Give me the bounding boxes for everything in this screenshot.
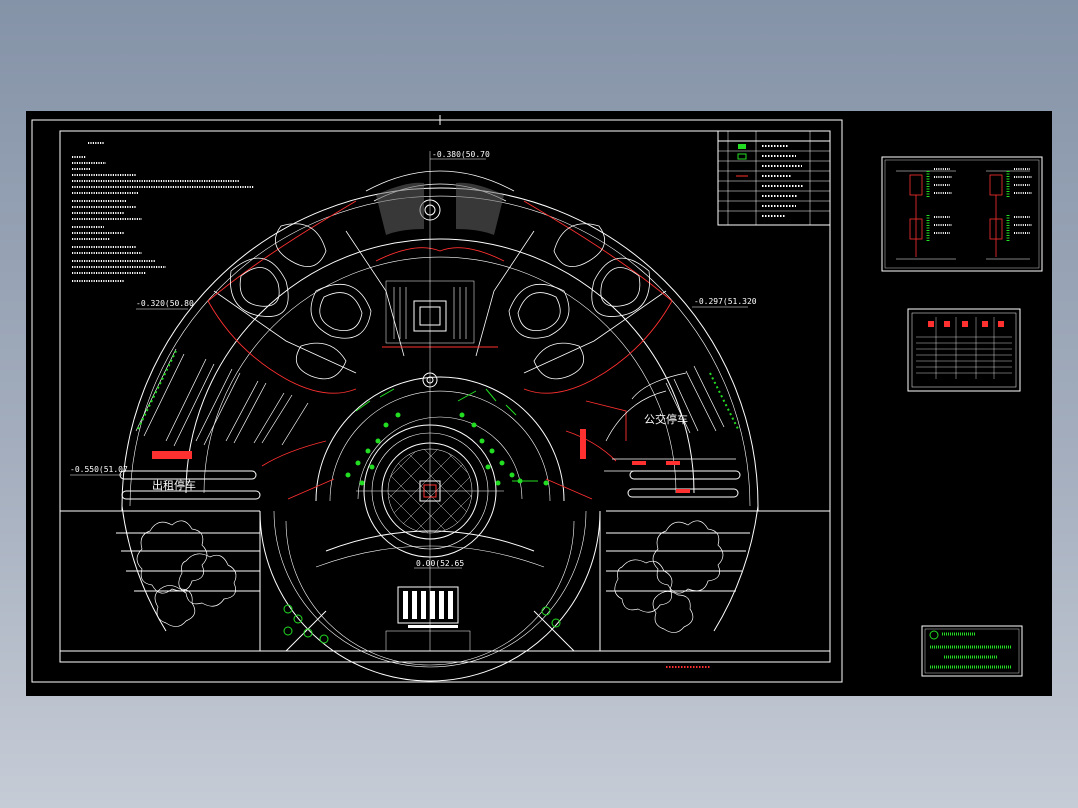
elevation-top: -0.380(50.70 (430, 150, 490, 160)
trees-right-row (709, 372, 739, 430)
elevation-right-label: -0.297(51.320 (694, 297, 757, 306)
top-building (385, 280, 475, 344)
red-boundaries (207, 200, 673, 500)
elevation-top-label: -0.380(50.70 (432, 150, 490, 159)
elevation-bottom: 0.00(52.65 (414, 559, 464, 569)
bottom-building-outline (385, 586, 471, 652)
site-rings (185, 238, 695, 502)
panel-electrical (881, 156, 1043, 272)
axis-lines (356, 151, 504, 651)
elevation-left-label: -0.320(50.80 (136, 299, 194, 308)
notes-block (72, 142, 254, 282)
cad-drawing-canvas[interactable]: -0.380(50.70 -0.320(50.80 -0.297(51.320 … (26, 111, 1052, 696)
outer-frame (31, 119, 843, 683)
lawn-shapes (229, 223, 651, 380)
taxi-parking-label: 出租停车 (152, 478, 196, 492)
parking-left (135, 348, 309, 447)
radial-segments (213, 170, 667, 374)
site-boundary (121, 187, 759, 632)
green-tree-dots-bottom (283, 604, 561, 644)
red-markers (152, 429, 690, 493)
panel-title-block (921, 625, 1023, 677)
elevation-west: -0.550(51.07 (70, 465, 128, 476)
panel-table (907, 308, 1021, 392)
bottom-ring (259, 510, 601, 682)
inner-frame (59, 130, 831, 663)
plaza-hatch (388, 449, 472, 533)
top-fan-hatch (376, 182, 504, 235)
elevation-bottom-label: 0.00(52.65 (416, 559, 464, 568)
legend-table (717, 130, 831, 226)
plaza-trees (345, 412, 549, 486)
top-building-rows (393, 287, 467, 339)
bottom-building (403, 591, 458, 628)
bus-parking-label: 公交停车 (644, 412, 688, 426)
elevation-right: -0.297(51.320 (692, 297, 757, 308)
green-hedges (355, 388, 538, 482)
elevation-west-label: -0.550(51.07 (70, 465, 128, 474)
tree-clusters (136, 520, 724, 633)
site-plan-svg: -0.380(50.70 -0.320(50.80 -0.297(51.320 … (31, 115, 1043, 683)
elevation-left: -0.320(50.80 (136, 299, 194, 310)
